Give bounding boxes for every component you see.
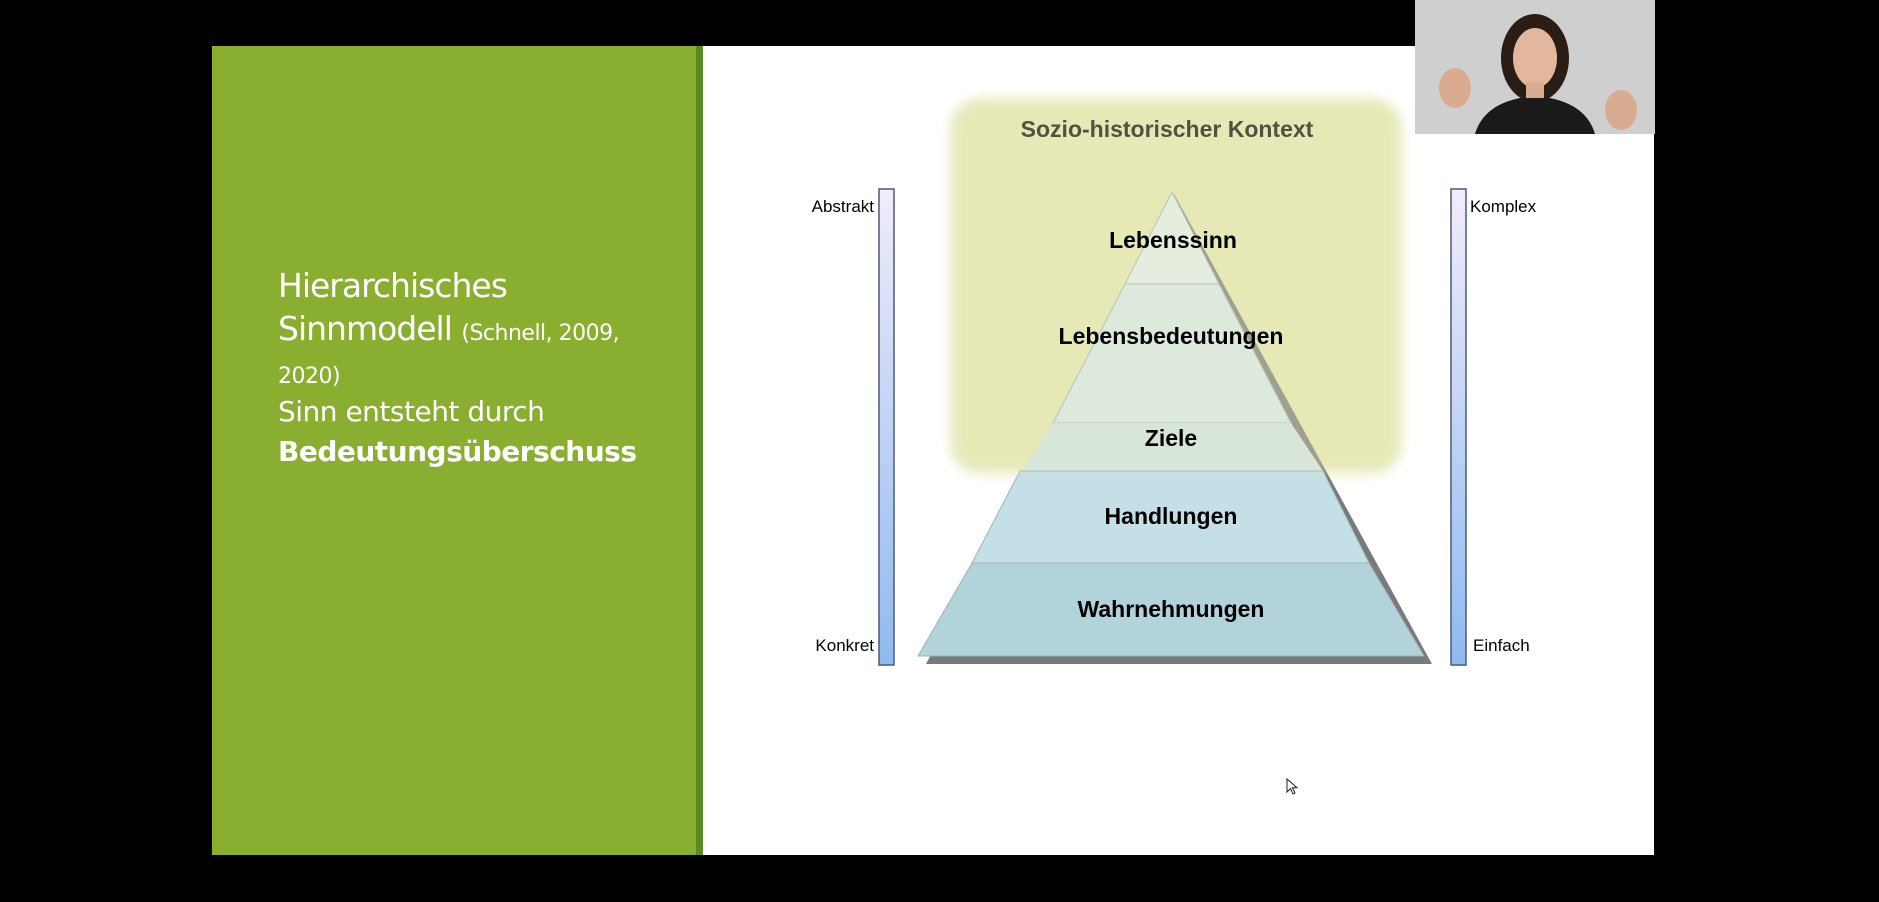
layer-label-ziele: Ziele	[1145, 425, 1197, 451]
left-scale-bottom-label: Konkret	[815, 636, 874, 655]
context-tint	[952, 100, 1400, 472]
layer-label-lebensbedeutungen: Lebensbedeutungen	[1059, 323, 1284, 349]
layer-label-handlungen: Handlungen	[1105, 503, 1238, 529]
meaning-pyramid-diagram: Sozio-historischer Kontext Lebenssinn Le…	[212, 46, 1654, 855]
right-scale-bottom-label: Einfach	[1473, 636, 1530, 655]
layer-label-lebenssinn: Lebenssinn	[1109, 227, 1237, 253]
layer-label-wahrnehmungen: Wahrnehmungen	[1078, 596, 1265, 622]
presentation-slide: Hierarchisches Sinnmodell (Schnell, 2009…	[212, 46, 1654, 855]
presenter-figure	[1415, 0, 1655, 134]
right-scale-top-label: Komplex	[1470, 197, 1537, 216]
left-scale-top-label: Abstrakt	[812, 197, 875, 216]
mouse-pointer-icon	[1286, 778, 1300, 796]
presenter-video-icon[interactable]	[1415, 0, 1655, 134]
left-scale-bar	[879, 189, 894, 665]
right-scale-bar	[1451, 189, 1466, 665]
